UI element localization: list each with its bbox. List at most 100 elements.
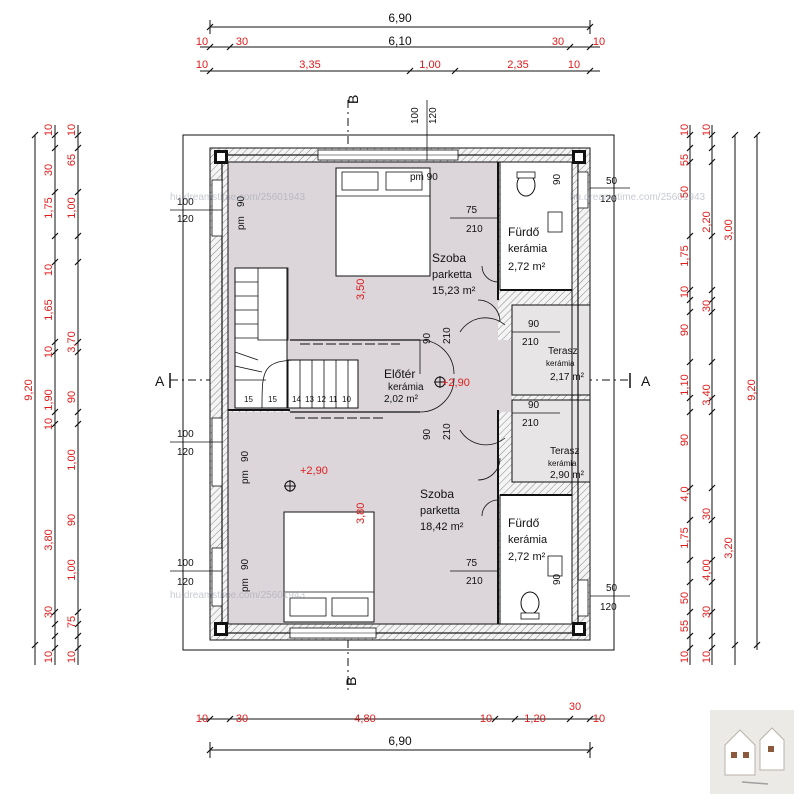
bed-top [335,167,431,277]
dimension-tick [708,484,716,492]
dimension-tick [686,131,694,139]
bot-dim-3: 4,80 [354,713,375,725]
dimension-tick [708,394,716,402]
right2-dim-g: 30 [701,606,713,618]
top-dim-1: 10 [196,36,208,48]
dimension-tick [686,296,694,304]
staircase: 15 15 14 13 12 11 10 [234,267,359,409]
dimension-tick [708,408,716,416]
dimension-tick [708,308,716,316]
door-label-2: 210 [466,224,483,235]
right-total: 9,20 [746,379,758,400]
dimension-tick [708,296,716,304]
right-dim-j: 1,75 [679,527,691,548]
room-terasz-2 [511,399,591,483]
left-dim-i: 3,80 [43,529,55,550]
inner-dim-350: 3,50 [355,279,367,300]
win-label-3: 100 [177,429,194,440]
section-a-left: A [155,373,165,389]
top2-dim-3: 1,00 [419,59,440,71]
bottom-total-dim: 6,90 [388,734,412,748]
bed-bottom [283,511,375,623]
right2-dim-d: 3,40 [701,384,713,405]
szoba1-name: Szoba [432,251,466,265]
left2-dim-a: 10 [66,124,78,136]
top2-dim-1: 10 [196,59,208,71]
stair-num-2: 15 [268,395,277,404]
dimension-tick [686,358,694,366]
right3-dim-a: 3,00 [723,219,735,240]
door-label-9: 90 [422,332,433,344]
room-labels: Szoba parketta 15,23 m² Szoba parketta 1… [300,225,585,563]
section-b-top: B [345,95,361,104]
door-label-6: 210 [522,337,539,348]
dimension-tick [686,308,694,316]
left2-dim-h: 1,00 [66,559,78,580]
door-swings [419,265,506,517]
watermark: hu.dreamstime.com/25601943 [570,192,706,203]
inner-dim-380: 3,80 [355,503,367,524]
pm-val-3: 90 [240,558,251,570]
dimension-tick [51,420,59,428]
furdo2-name: Fürdő [508,516,540,530]
right-dim-b: 55 [679,154,691,166]
house-thumbnail-icon [710,710,794,794]
dimension-tick [686,144,694,152]
level-eloter: +2,90 [442,377,470,389]
win-label-top-2: 120 [428,107,439,124]
szoba2-area: 18,42 m² [420,521,464,533]
right-dim-f: 90 [679,324,691,336]
bot-dim-1: 10 [196,713,208,725]
right-dim-e: 10 [679,286,691,298]
win50-pm-1: 90 [552,173,563,185]
dimension-tick [686,632,694,640]
szoba1-floor: parketta [432,269,473,281]
dimension-tick [708,158,716,166]
dimension-tick [51,188,59,196]
bot-dim-7: 10 [593,713,605,725]
right3-dim-b: 3,20 [723,537,735,558]
door-label-3: 75 [466,558,478,569]
top-dimensions: 6,90 10 30 6,10 30 10 10 3,35 1,00 2,35 … [196,11,605,75]
left-dim-e: 1,65 [43,299,55,320]
dimension-tick [74,338,82,346]
dimension-tick [686,232,694,240]
dimension-tick [686,516,694,524]
pm-label-1: pm [236,216,247,230]
dimension-tick [51,408,59,416]
bot-dim-4: 10 [480,713,492,725]
top2-dim-4: 2,35 [507,59,528,71]
dimension-tick [686,644,694,652]
dimension-tick [51,620,59,628]
right2-dim-h: 10 [701,651,713,663]
dimension-tick [51,131,59,139]
dimension-tick [708,632,716,640]
dimension-tick [74,144,82,152]
terasz2-area: 2,90 m² [550,470,585,481]
dimension-tick [51,608,59,616]
dimension-tick [74,632,82,640]
stair-num-1: 15 [244,395,253,404]
pm-label-3: pm [240,578,251,592]
top2-dim-5: 10 [568,59,580,71]
door-label-10: 90 [422,428,433,440]
top-total-dim: 6,90 [388,11,412,25]
dimension-tick [74,420,82,428]
win50-label-2: 120 [600,194,617,205]
toilet-icon [520,591,540,615]
eloter-name: Előtér [384,367,415,381]
left2-dim-i: 75 [66,616,78,628]
bottom-dimensions: 10 30 4,80 10 1,20 30 10 6,90 [196,701,605,758]
top-dim-3: 6,10 [388,34,412,48]
right-dim-l: 55 [679,620,691,632]
left-dimensions: 9,20 10 30 1,75 10 1,65 10 1,90 10 3,80 … [23,124,82,665]
dimension-tick [74,131,82,139]
pm-val-2: 90 [240,450,251,462]
furdo1-name: Fürdő [508,225,540,239]
left-dim-c: 1,75 [43,197,55,218]
stair-num-5: 12 [317,395,326,404]
furdo2-area: 2,72 m² [508,551,546,563]
door-label-11: 210 [442,327,453,344]
dimension-tick [51,144,59,152]
